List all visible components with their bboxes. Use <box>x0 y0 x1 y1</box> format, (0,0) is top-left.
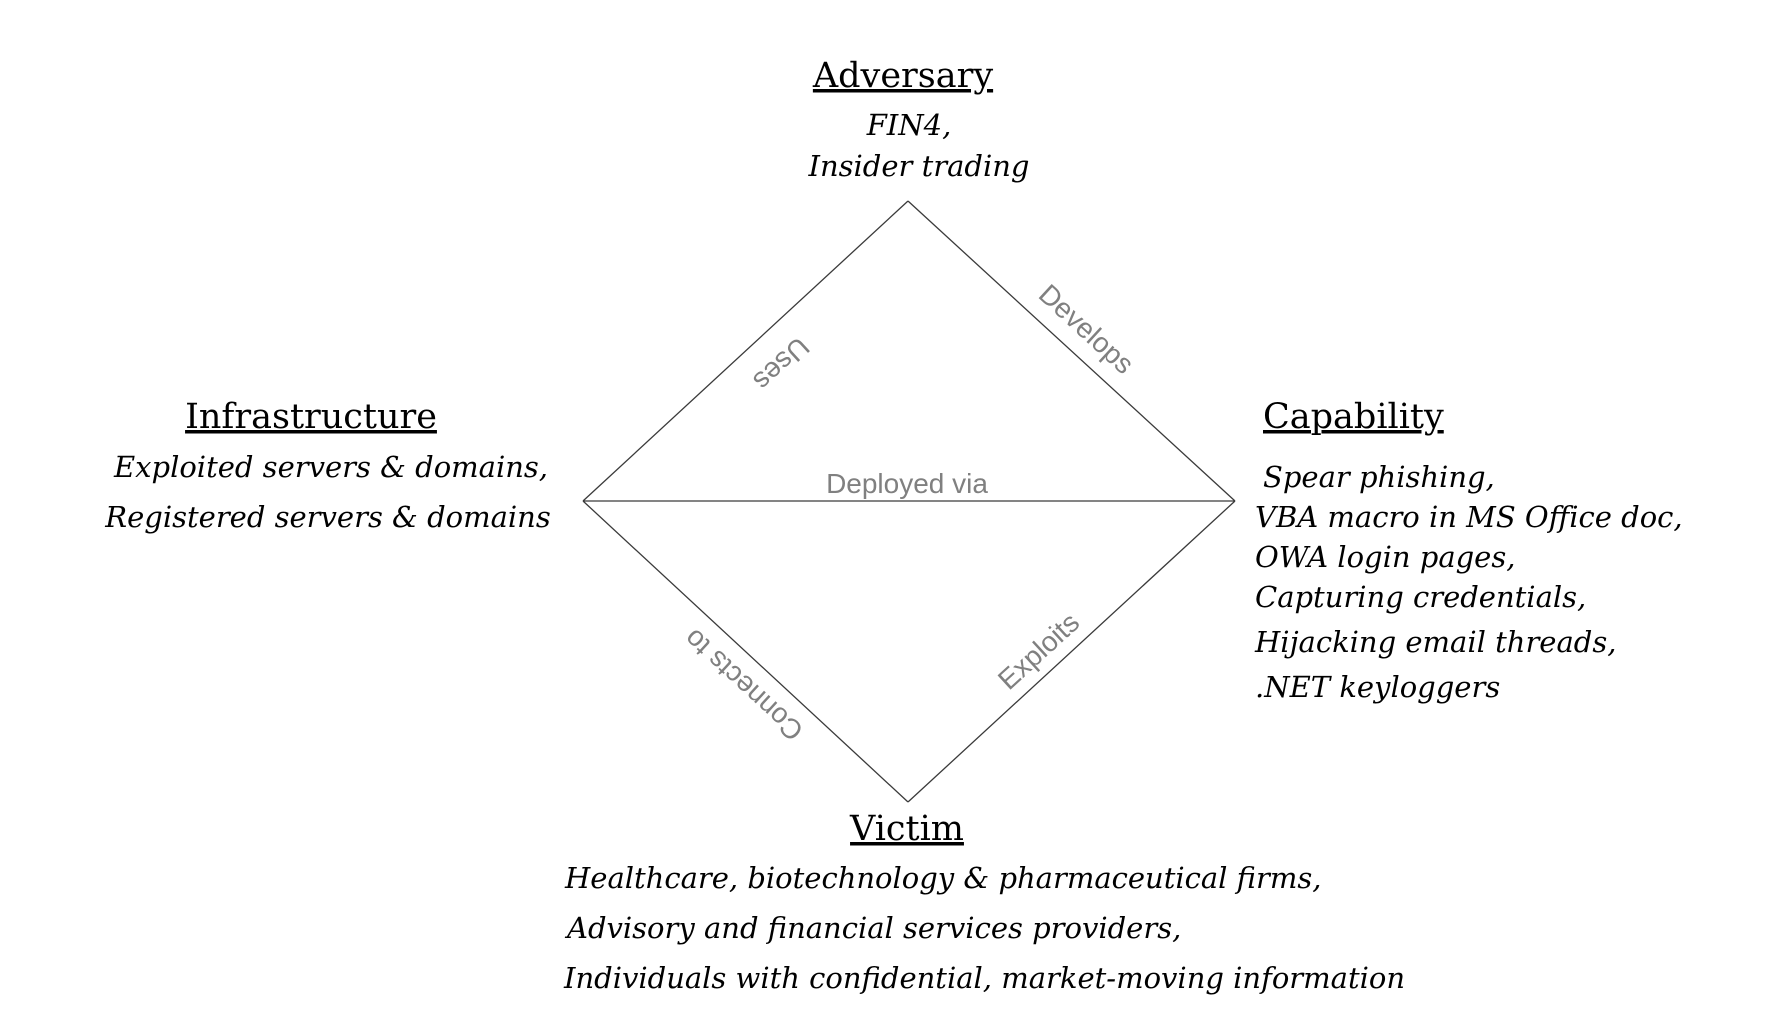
edge-label-connects-to: Connects to <box>678 623 809 747</box>
capability-line-2: VBA macro in MS Office doc, <box>1255 500 1683 534</box>
victim-line-2: Advisory and financial services provider… <box>564 911 1181 945</box>
victim-line-1: Healthcare, biotechnology & pharmaceutic… <box>564 861 1321 895</box>
infrastructure-line-2: Registered servers & domains <box>104 500 550 534</box>
infrastructure-line-1: Exploited servers & domains, <box>113 450 548 484</box>
edge-infrastructure-victim <box>582 500 909 803</box>
adversary-line-1: FIN4, <box>866 108 952 142</box>
capability-title: Capability <box>1263 397 1444 437</box>
capability-line-6: .NET keyloggers <box>1255 670 1500 704</box>
capability-line-4: Capturing credentials, <box>1255 580 1586 614</box>
infrastructure-title: Infrastructure <box>185 397 437 437</box>
edge-capability-victim <box>907 500 1236 803</box>
edge-label-deployed-via: Deployed via <box>826 468 988 499</box>
adversary-title: Adversary <box>812 56 993 96</box>
adversary-line-2: Insider trading <box>808 149 1030 183</box>
edge-adversary-capability <box>907 200 1236 502</box>
victim-line-3: Individuals with confidential, market-mo… <box>563 961 1405 995</box>
capability-line-1: Spear phishing, <box>1263 460 1495 494</box>
capability-line-5: Hijacking email threads, <box>1254 625 1616 659</box>
victim-title: Victim <box>849 809 964 849</box>
capability-line-3: OWA login pages, <box>1255 540 1515 574</box>
edge-label-uses: Uses <box>747 331 815 397</box>
edge-adversary-infrastructure <box>582 200 909 502</box>
